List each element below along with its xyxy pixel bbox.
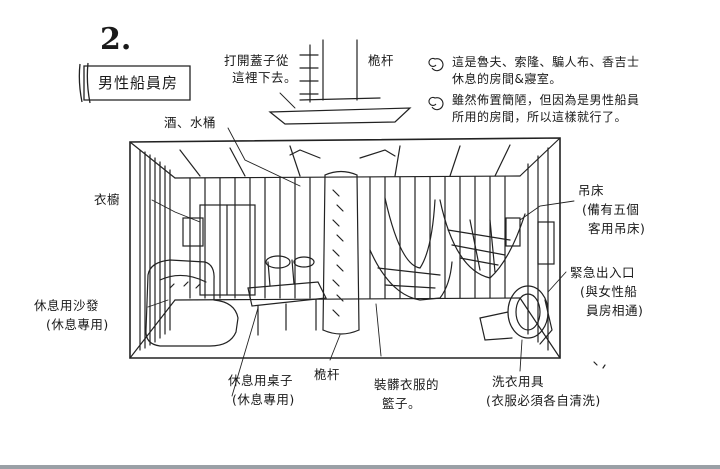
exit-label-line3: 員房相通) [586,303,644,318]
note-line-3: 雖然佈置簡陋，但因為是男性船員 [452,93,640,107]
mast-bottom-label: 桅杆 [314,367,341,382]
basket-label-line2: 籃子。 [382,396,422,411]
sofa-label-line1: 休息用沙發 [34,298,100,313]
table-label-line2: (休息專用) [232,392,295,407]
laundry-label-line2: (衣服必須各自清洗) [486,393,601,408]
note-line-1: 這是魯夫、索隆、騙人布、香吉士 [452,55,640,69]
hatch-label-line1: 打開蓋子從 [224,53,290,68]
exit-label-line2: (與女性船 [580,284,638,299]
page-title: 男性船員房 [98,74,179,92]
hammock-label-line3: 客用吊床) [588,221,646,236]
basket-label-line1: 裝髒衣服的 [374,377,440,392]
page-number: 2. [100,22,132,57]
hammock-label-line2: (備有五個 [582,202,640,217]
laundry-label-line1: 洗衣用具 [492,374,545,389]
wardrobe-label: 衣櫥 [94,192,121,207]
table-label-line1: 休息用桌子 [228,373,294,388]
bottom-border [0,465,720,469]
hatch-label-line2: 這裡下去。 [232,70,298,85]
exit-label-line1: 緊急出入口 [570,265,636,280]
sofa-label-line2: (休息專用) [46,317,109,332]
wine-bucket-label: 酒、水桶 [164,115,217,130]
title-banner [78,62,191,104]
hammock-label-line1: 吊床 [578,183,605,198]
note-line-4: 所用的房間，所以這樣就行了。 [452,110,628,124]
mast-top-label: 桅杆 [368,53,395,68]
note-line-2: 休息的房間&寢室。 [452,72,562,86]
